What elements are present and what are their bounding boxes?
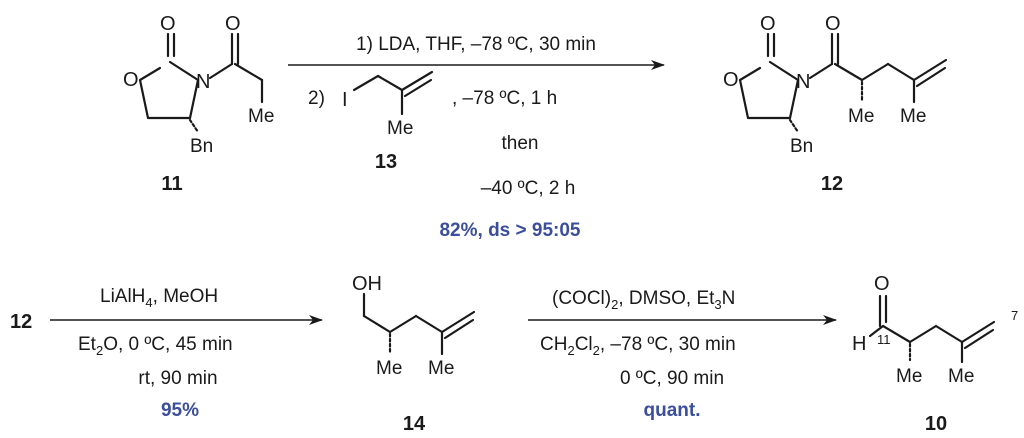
step2-reagent: LiAlH4, MeOH	[100, 286, 218, 310]
atom-o-ring-12: O	[723, 69, 739, 91]
label-me-vinyl-10: Me	[948, 366, 974, 387]
label-bn-12: Bn	[790, 136, 813, 157]
locant-7: 7	[1011, 308, 1018, 323]
label-oh: OH	[352, 273, 382, 295]
compound-10-structure: O H 11 Me Me 7	[852, 273, 1018, 387]
compound-13-structure: I Me	[342, 70, 434, 139]
label-me: Me	[248, 106, 274, 127]
atom-h-aldehyde: H	[852, 333, 866, 355]
compound-14-structure: OH Me Me	[352, 273, 476, 379]
compound-12-structure: O O O N Me Me Bn	[723, 13, 948, 157]
label-me-vinyl-12: Me	[900, 106, 926, 127]
atom-o-ring: O	[123, 69, 139, 91]
compound-12-label: 12	[821, 173, 843, 195]
label-me-vinyl-14: Me	[428, 358, 454, 379]
step1-line4: –40 ºC, 2 h	[481, 178, 576, 199]
step1-yield: 82%, ds > 95:05	[439, 220, 580, 241]
atom-o-carbonyl: O	[160, 13, 176, 35]
label-me-alpha-10: Me	[896, 366, 922, 387]
compound-12-start-label: 12	[10, 311, 32, 333]
step1-line2-prefix: 2)	[308, 88, 325, 109]
step2-yield: 95%	[161, 400, 199, 421]
label-me-alpha-12: Me	[848, 106, 874, 127]
atom-n-12: N	[796, 71, 810, 93]
atom-o-aldehyde: O	[874, 273, 890, 295]
step2-line3: rt, 90 min	[138, 368, 217, 389]
atom-i: I	[342, 89, 348, 111]
atom-o-acyl: O	[225, 13, 241, 35]
compound-11-label: 11	[161, 173, 182, 195]
compound-14-label: 14	[403, 413, 426, 435]
locant-11: 11	[877, 332, 891, 347]
compound-11-structure: O O O N Me Bn	[123, 13, 274, 157]
label-me-13: Me	[387, 118, 413, 139]
step1-line2-suffix: , –78 ºC, 1 h	[452, 88, 557, 109]
label-me-alpha-14: Me	[376, 358, 402, 379]
step3-reagent: (COCl)2, DMSO, Et3N	[552, 288, 735, 312]
atom-o-acyl-12: O	[825, 13, 841, 35]
label-bn: Bn	[190, 136, 213, 157]
step1-line1: 1) LDA, THF, –78 ºC, 30 min	[356, 34, 596, 55]
atom-o-carbonyl-12: O	[760, 13, 776, 35]
compound-10-label: 10	[925, 413, 947, 435]
step3-yield: quant.	[644, 400, 701, 421]
compound-13-label: 13	[375, 151, 397, 173]
step3-line3: 0 ºC, 90 min	[620, 368, 724, 389]
atom-n: N	[196, 71, 210, 93]
step2-solvent: Et2O, 0 ºC, 45 min	[78, 334, 233, 358]
step3-solvent: CH2Cl2, –78 ºC, 30 min	[540, 334, 736, 358]
step1-then: then	[502, 133, 539, 154]
